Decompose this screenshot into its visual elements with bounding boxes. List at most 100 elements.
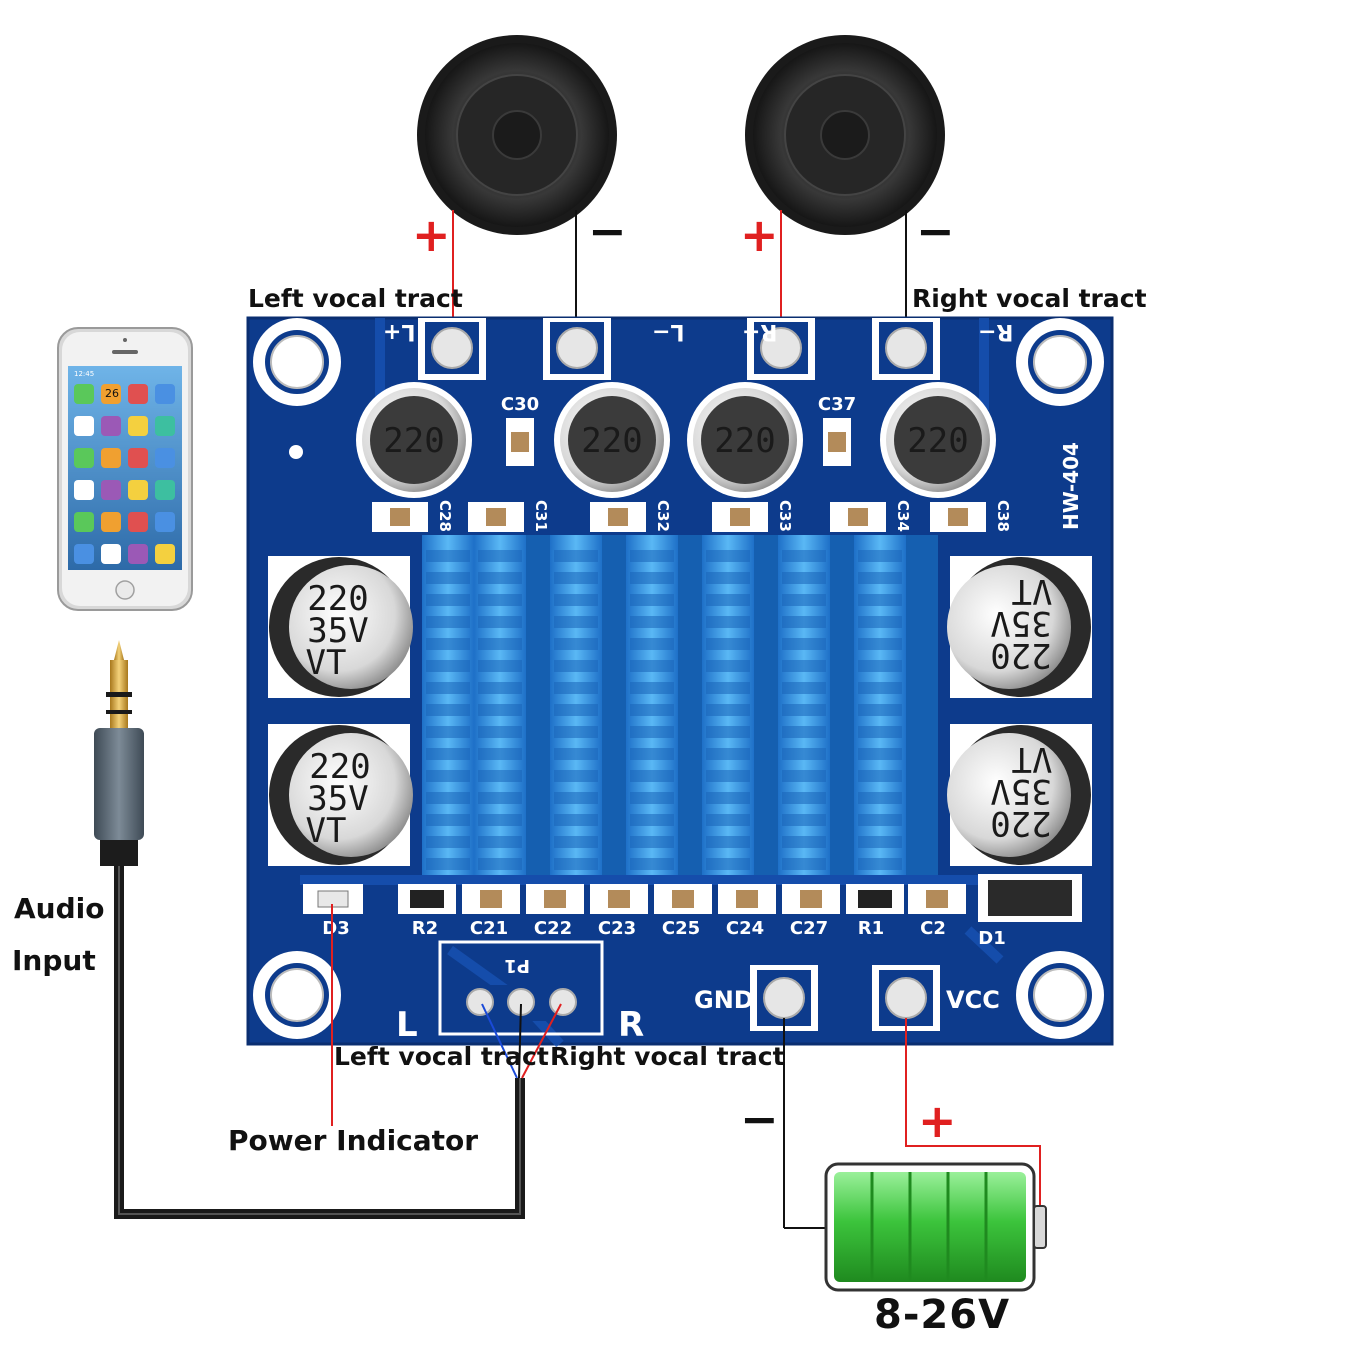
heatsink-fin-rib: [706, 836, 750, 848]
heatsink-fin-rib: [782, 594, 826, 606]
left-input-wire: [481, 1003, 518, 1079]
amplifier-board: L+ L− R+ R− 220 220 220 220: [246, 316, 1114, 1048]
battery-plus-sign: +: [918, 1094, 957, 1148]
heatsink-fin-rib: [782, 704, 826, 716]
left-speaker-minus-sign: −: [588, 204, 627, 258]
heatsink-fin-rib: [858, 660, 902, 672]
input-label-l: L: [396, 1005, 418, 1045]
smartphone: 12:45 26: [57, 327, 193, 611]
label-c25: C25: [662, 918, 700, 939]
heatsink-fin-rib: [630, 616, 674, 628]
heatsink-fin-rib: [630, 792, 674, 804]
label-c37: C37: [818, 394, 856, 415]
phone-app-icon: [155, 416, 175, 436]
voltage-label: 8-26V: [874, 1292, 1011, 1338]
heatsink-fin-rib: [554, 836, 598, 848]
inductor-3-value: 220: [714, 421, 775, 461]
heatsink-fin-rib: [630, 726, 674, 738]
heatsink-fin-rib: [630, 770, 674, 782]
audio-jack: [94, 640, 144, 866]
terminal-label-r-plus: R+: [742, 319, 777, 344]
heatsink-fin-rib: [478, 572, 522, 584]
phone-dock-icon: [155, 544, 175, 564]
phone-dock-icon: [74, 544, 94, 564]
heatsink-fin-rib: [554, 814, 598, 826]
cap-br-voltage: 35V: [990, 771, 1051, 811]
phone-dock-icon: [128, 544, 148, 564]
heatsink-fins: [422, 535, 906, 875]
heatsink-fin-rib: [858, 704, 902, 716]
left-speaker-plus-sign: +: [412, 208, 451, 262]
electrolytic-cap-tr: 220 35V VT: [947, 556, 1092, 698]
heatsink-fin-rib: [782, 572, 826, 584]
phone-app-icon: [128, 384, 148, 404]
phone-app-icon: [128, 448, 148, 468]
electrolytic-cap-bl: 220 35V VT: [268, 724, 413, 866]
heatsink-fin-rib: [858, 682, 902, 694]
heatsink: [422, 535, 938, 875]
label-gnd: GND: [694, 986, 754, 1014]
smd-row-top: [372, 502, 986, 532]
heatsink-fin-rib: [554, 638, 598, 650]
heatsink-fin-rib: [858, 858, 902, 870]
heatsink-fin-rib: [858, 616, 902, 628]
heatsink-fin-rib: [426, 748, 470, 760]
heatsink-fin-rib: [782, 682, 826, 694]
heatsink-fin-rib: [706, 792, 750, 804]
electrolytic-cap-tl: 220 35V VT: [268, 556, 413, 698]
phone-app-icon: [74, 512, 94, 532]
terminal-label-r-minus: R−: [978, 319, 1013, 344]
power-indicator-label: Power Indicator: [228, 1124, 479, 1157]
inductor-1: 220: [356, 382, 472, 498]
terminal-label-l-minus: L−: [652, 319, 684, 344]
heatsink-fin-rib: [478, 616, 522, 628]
battery: [824, 1162, 1047, 1292]
terminal-label-l-plus: L+: [383, 319, 415, 344]
cap-br-series: VT: [1012, 739, 1053, 779]
phone-app-icon: [128, 512, 148, 532]
cap-br-value: 220: [990, 803, 1051, 843]
phone-dock-icon: [101, 544, 121, 564]
heatsink-fin-rib: [782, 748, 826, 760]
heatsink-fin-rib: [782, 638, 826, 650]
right-speaker-minus-sign: −: [916, 204, 955, 258]
heatsink-fin-rib: [554, 594, 598, 606]
heatsink-fin-rib: [782, 660, 826, 672]
left-speaker: [417, 35, 617, 235]
phone-app-icon: [155, 384, 175, 404]
heatsink-fin-rib: [706, 550, 750, 562]
heatsink-fin-rib: [426, 770, 470, 782]
label-vcc: VCC: [946, 986, 1000, 1014]
right-vocal-tract-top-label: Right vocal tract: [912, 284, 1147, 313]
heatsink-fin-rib: [706, 704, 750, 716]
cap-bl-voltage: 35V: [307, 779, 368, 819]
heatsink-fin-rib: [426, 792, 470, 804]
heatsink-fin-rib: [426, 836, 470, 848]
heatsink-fin-rib: [426, 638, 470, 650]
label-c32: C32: [654, 500, 672, 532]
heatsink-fin-rib: [858, 594, 902, 606]
heatsink-fin-rib: [554, 726, 598, 738]
heatsink-fin-rib: [706, 594, 750, 606]
phone-app-icon: [74, 416, 94, 436]
phone-app-icon: [155, 512, 175, 532]
heatsink-fin-rib: [858, 550, 902, 562]
heatsink-fin-rib: [630, 572, 674, 584]
heatsink-fin-rib: [554, 660, 598, 672]
heatsink-fin-rib: [706, 616, 750, 628]
heatsink-fin-rib: [782, 770, 826, 782]
heatsink-fin-rib: [554, 704, 598, 716]
label-d3: D3: [322, 918, 349, 939]
heatsink-fin-rib: [554, 770, 598, 782]
heatsink-fin-rib: [478, 770, 522, 782]
mount-hole-tl: [253, 318, 341, 406]
heatsink-fin-rib: [426, 814, 470, 826]
heatsink-fin-rib: [426, 660, 470, 672]
inductor-2-value: 220: [581, 421, 642, 461]
heatsink-fin-rib: [478, 594, 522, 606]
heatsink-fin-rib: [630, 704, 674, 716]
phone-app-icon: [101, 384, 121, 404]
heatsink-fin-rib: [706, 682, 750, 694]
phone-app-icon: [74, 448, 94, 468]
